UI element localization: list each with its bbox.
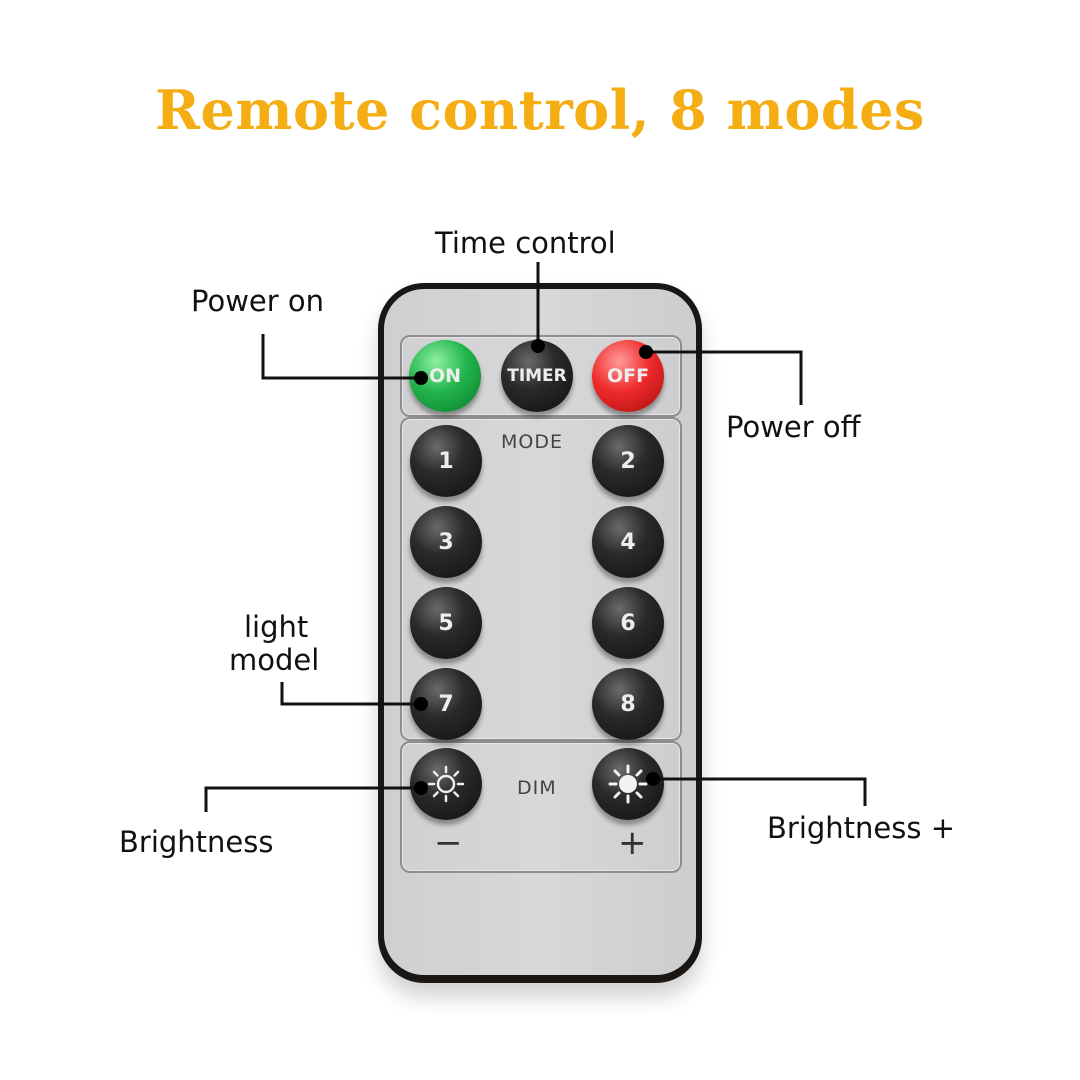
sun-filled-icon bbox=[608, 764, 648, 804]
time-control-dot bbox=[531, 339, 545, 353]
mode-1-button[interactable]: 1 bbox=[410, 425, 482, 497]
mode-5-button[interactable]: 5 bbox=[410, 587, 482, 659]
power-on-dot bbox=[414, 371, 428, 385]
mode-8-label: 8 bbox=[620, 691, 636, 717]
timer-button-label: TIMER bbox=[507, 366, 567, 386]
dim-label: DIM bbox=[517, 777, 557, 799]
power-off-leader bbox=[646, 350, 803, 405]
mode-8-button[interactable]: 8 bbox=[592, 668, 664, 740]
mode-4-label: 4 bbox=[620, 529, 636, 555]
power-on-label: Power on bbox=[191, 284, 325, 318]
brightness-minus-dot bbox=[414, 781, 428, 795]
brightness-minus-leader bbox=[204, 786, 421, 812]
mode-1-label: 1 bbox=[438, 448, 454, 474]
mode-6-button[interactable]: 6 bbox=[592, 587, 664, 659]
remote-face: ON TIMER OFF MODE 1 2 3 4 5 6 7 8 DIM bbox=[384, 289, 696, 975]
mode-panel bbox=[400, 417, 682, 741]
mode-3-button[interactable]: 3 bbox=[410, 506, 482, 578]
brightness-plus-dot bbox=[646, 772, 660, 786]
power-on-leader bbox=[261, 334, 421, 380]
mode-3-label: 3 bbox=[438, 529, 454, 555]
on-button-label: ON bbox=[428, 365, 462, 387]
mode-4-button[interactable]: 4 bbox=[592, 506, 664, 578]
brightness-minus-label: Brightness bbox=[119, 825, 274, 859]
power-off-dot bbox=[639, 345, 653, 359]
mode-2-label: 2 bbox=[620, 448, 636, 474]
power-panel bbox=[400, 335, 682, 417]
sun-outline-icon bbox=[427, 765, 465, 803]
mode-5-label: 5 bbox=[438, 610, 454, 636]
minus-sign: − bbox=[434, 823, 463, 863]
light-model-dot bbox=[414, 697, 428, 711]
power-off-label: Power off bbox=[726, 410, 861, 444]
page-title: Remote control, 8 modes bbox=[155, 78, 925, 142]
light-model-label-line1: light bbox=[244, 610, 309, 644]
plus-sign: + bbox=[618, 823, 647, 863]
time-control-label: Time control bbox=[435, 226, 616, 260]
light-model-label-line2: model bbox=[229, 643, 320, 677]
dim-panel bbox=[400, 741, 682, 873]
mode-2-button[interactable]: 2 bbox=[592, 425, 664, 497]
mode-6-label: 6 bbox=[620, 610, 636, 636]
brightness-plus-label: Brightness + bbox=[767, 811, 955, 845]
mode-7-label: 7 bbox=[438, 691, 454, 717]
off-button-label: OFF bbox=[606, 365, 650, 387]
mode-label: MODE bbox=[501, 431, 563, 453]
remote-control: ON TIMER OFF MODE 1 2 3 4 5 6 7 8 DIM bbox=[378, 283, 702, 983]
light-model-leader bbox=[280, 682, 421, 706]
brightness-plus-leader bbox=[653, 777, 867, 806]
